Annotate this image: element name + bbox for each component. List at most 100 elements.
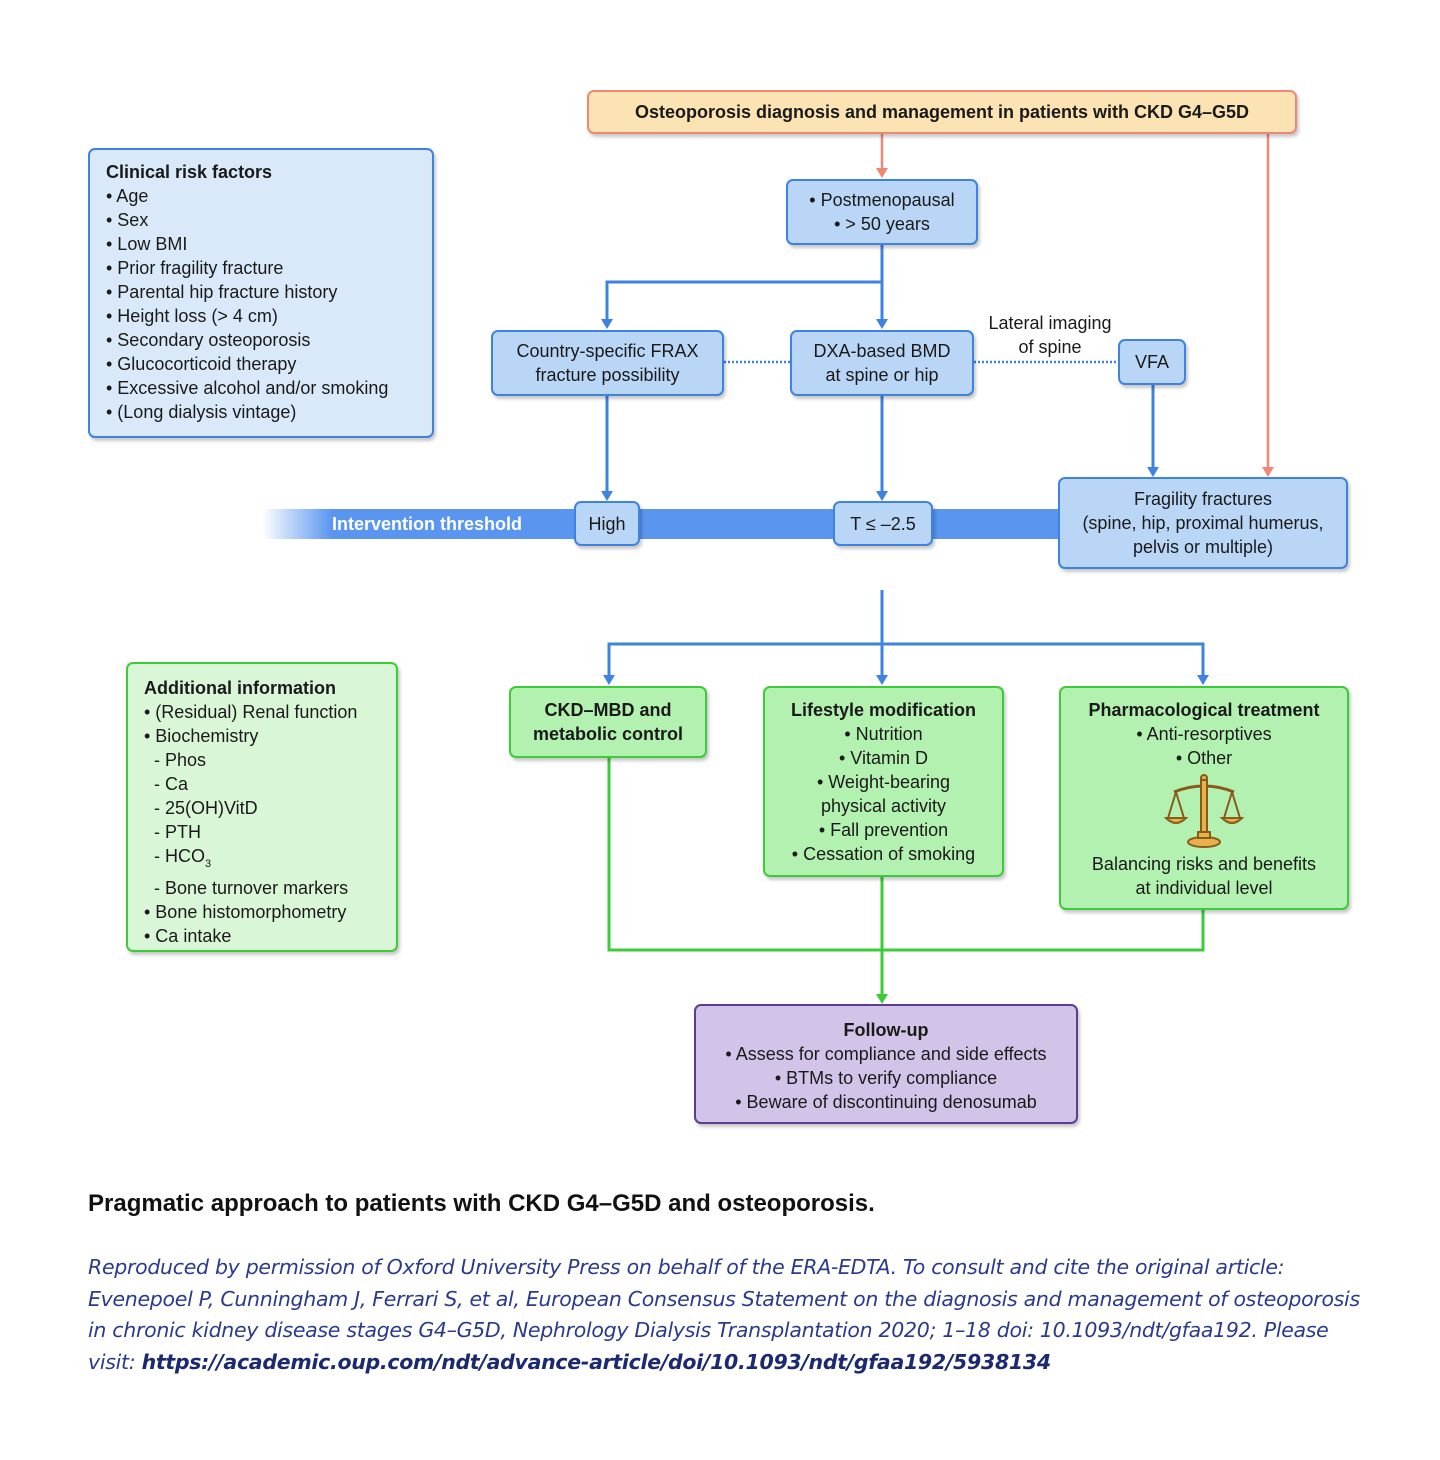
clinical-risk-factors-title: Clinical risk factors — [106, 162, 273, 182]
lateral-imaging-line: Lateral imaging — [988, 313, 1112, 333]
list-item: • Weight-bearing — [816, 772, 951, 792]
follow-up-title: Follow-up — [843, 1020, 929, 1040]
arrowhead — [876, 994, 888, 1004]
list-item: physical activity — [820, 796, 947, 816]
list-item: - PTH — [144, 820, 396, 844]
pharmacological-box: Pharmacological treatment • Anti-resorpt… — [1059, 686, 1349, 910]
list-item: • Cessation of smoking — [791, 844, 976, 864]
list-item-text: - 25(OH)VitD — [154, 798, 258, 818]
branch-to-pharma — [882, 642, 1205, 676]
arrowhead — [876, 491, 888, 501]
list-item: - Bone turnover markers — [144, 876, 396, 900]
caption-text: Reproduced by permission of Oxford Unive… — [88, 1255, 1360, 1374]
list-item: • (Residual) Renal function — [144, 702, 358, 722]
population-line: • > 50 years — [834, 214, 930, 234]
list-item: • Secondary osteoporosis — [106, 330, 311, 350]
list-item: • Age — [106, 186, 149, 206]
top-title-box: Osteoporosis diagnosis and management in… — [587, 90, 1297, 134]
additional-information-box: Additional information • (Residual) Rena… — [126, 662, 398, 952]
list-item: • Low BMI — [106, 234, 188, 254]
clinical-risk-factors-box: Clinical risk factors • Age • Sex • Low … — [88, 148, 434, 438]
fragility-line: pelvis or multiple) — [1132, 537, 1274, 557]
list-item: • Ca intake — [144, 926, 232, 946]
population-box: • Postmenopausal • > 50 years — [786, 179, 978, 245]
arrowhead — [1197, 675, 1209, 685]
list-item: • Excessive alcohol and/or smoking — [106, 378, 389, 398]
scales-of-justice-icon — [1164, 774, 1244, 848]
pharmacological-footer-line: at individual level — [1135, 878, 1273, 898]
vfa-label: VFA — [1134, 352, 1169, 372]
article-link[interactable]: https://academic.oup.com/ndt/advance-art… — [141, 1349, 1052, 1374]
arrowhead — [603, 675, 615, 685]
list-item: - HCO3 — [144, 844, 396, 876]
list-item: - 25(OH)VitD — [144, 796, 396, 820]
list-item: • Sex — [106, 210, 149, 230]
lifestyle-title: Lifestyle modification — [790, 700, 977, 720]
frax-line: fracture possibility — [535, 365, 680, 385]
top-title: Osteoporosis diagnosis and management in… — [634, 102, 1250, 122]
arrowhead — [876, 319, 888, 329]
follow-up-box: Follow-up • Assess for compliance and si… — [694, 1004, 1078, 1124]
lateral-imaging-line: of spine — [1018, 337, 1082, 357]
figure-caption-title: Pragmatic approach to patients with CKD … — [88, 1190, 875, 1217]
list-item-text: - Phos — [154, 750, 207, 770]
ckd-mbd-line: CKD–MBD and — [544, 700, 672, 720]
arrowhead — [601, 491, 613, 501]
fragility-line: (spine, hip, proximal humerus, — [1082, 513, 1324, 533]
list-item: • BTMs to verify compliance — [774, 1068, 998, 1088]
list-item-text: - Ca — [154, 774, 189, 794]
dxa-line: at spine or hip — [825, 365, 939, 385]
threshold-high-box: High — [574, 501, 640, 546]
ckd-mbd-box: CKD–MBD and metabolic control — [509, 686, 707, 758]
threshold-high-label: High — [588, 513, 626, 534]
frax-box: Country-specific FRAX fracture possibili… — [491, 330, 724, 396]
pharmacological-footer-line: Balancing risks and benefits — [1091, 854, 1317, 874]
list-item: • Other — [1175, 748, 1233, 768]
threshold-tscore-box: T ≤ –2.5 — [833, 501, 933, 546]
ckd-mbd-line: metabolic control — [532, 724, 684, 744]
dxa-line: DXA-based BMD — [813, 341, 951, 361]
list-item: • Prior fragility fracture — [106, 258, 284, 278]
clinical-risk-factors-list: • Age • Sex • Low BMI • Prior fragility … — [106, 184, 432, 424]
list-item: - Ca — [144, 772, 396, 796]
list-item: • (Long dialysis vintage) — [106, 402, 297, 422]
threshold-tscore-label: T ≤ –2.5 — [850, 513, 916, 534]
pharmacological-title: Pharmacological treatment — [1088, 700, 1320, 720]
list-item-text: - Bone turnover markers — [154, 878, 349, 898]
lifestyle-box: Lifestyle modification • Nutrition • Vit… — [763, 686, 1004, 877]
list-item: • Fall prevention — [818, 820, 949, 840]
figure-caption-body: Reproduced by permission of Oxford Unive… — [88, 1252, 1368, 1378]
arrowhead — [876, 675, 888, 685]
branch-to-ckd — [607, 642, 882, 676]
arrow-population-to-frax — [605, 280, 882, 320]
list-item: • Parental hip fracture history — [106, 282, 338, 302]
list-item-text: - HCO — [154, 846, 205, 866]
list-item: • Vitamin D — [839, 748, 928, 768]
additional-information-title: Additional information — [144, 678, 336, 698]
list-item-text: - PTH — [154, 822, 201, 842]
list-item: • Beware of discontinuing denosumab — [735, 1092, 1037, 1112]
arrowhead — [1262, 467, 1274, 477]
subscript: 3 — [205, 858, 212, 870]
fragility-line: Fragility fractures — [1133, 489, 1273, 509]
arrowhead — [876, 168, 888, 178]
list-item: - Phos — [144, 748, 396, 772]
intervention-threshold-label: Intervention threshold — [332, 514, 523, 534]
list-item: • Glucocorticoid therapy — [106, 354, 297, 374]
fragility-fractures-box: Fragility fractures (spine, hip, proxima… — [1058, 477, 1348, 569]
dxa-box: DXA-based BMD at spine or hip — [790, 330, 974, 396]
frax-line: Country-specific FRAX — [516, 341, 699, 361]
arrowhead — [1147, 467, 1159, 477]
list-item: • Height loss (> 4 cm) — [106, 306, 278, 326]
list-item: • Bone histomorphometry — [144, 902, 347, 922]
list-item: • Biochemistry — [144, 726, 259, 746]
list-item: • Anti-resorptives — [1136, 724, 1272, 744]
list-item: • Nutrition — [844, 724, 923, 744]
vfa-box: VFA — [1118, 339, 1186, 385]
lateral-imaging-label: Lateral imaging of spine — [975, 311, 1125, 359]
arrowhead — [601, 319, 613, 329]
merge-from-ckd — [607, 757, 1205, 952]
list-item: • Assess for compliance and side effects — [725, 1044, 1047, 1064]
population-line: • Postmenopausal — [809, 190, 955, 210]
